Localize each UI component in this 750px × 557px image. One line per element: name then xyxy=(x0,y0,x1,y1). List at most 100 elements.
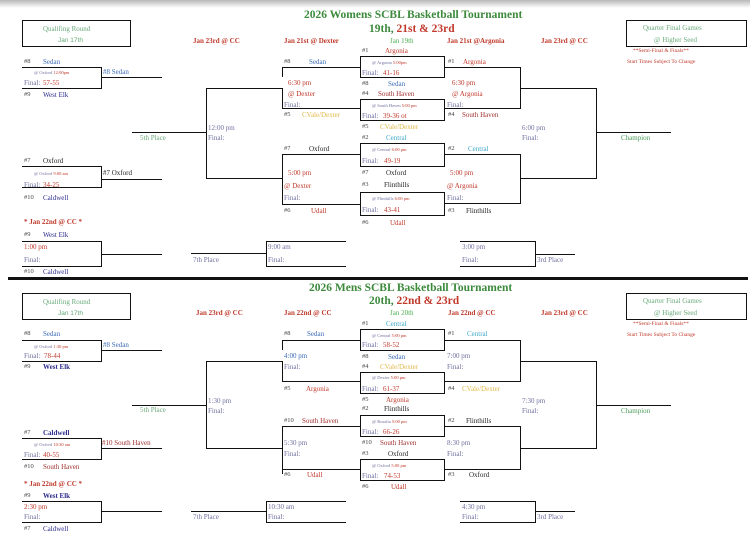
higher-seed-label: @ Higher Seed xyxy=(654,309,697,317)
final-label: Final: xyxy=(284,450,301,458)
seed: #10 xyxy=(24,463,34,470)
winner: #8 Sedan xyxy=(103,341,129,349)
seed: #8 xyxy=(284,330,291,337)
seed: #9 xyxy=(24,492,31,499)
final-label: Final: xyxy=(284,363,301,371)
team-name: CVale/Dexter xyxy=(380,363,419,371)
final-label: Final: xyxy=(362,428,379,436)
seed: #2 xyxy=(362,134,369,141)
final-label: Final: xyxy=(522,134,539,142)
seed: #6 xyxy=(362,483,369,490)
seed: #3 xyxy=(448,207,455,214)
mens-subtitle: 20th, 22nd & 23rd xyxy=(369,295,460,307)
seed: #8 xyxy=(362,80,369,87)
team-name: West Elk xyxy=(43,231,69,239)
final-score: 40-55 xyxy=(43,451,60,459)
game-time: 5:00 pm xyxy=(450,169,474,177)
game-location: @ Dexter xyxy=(288,90,316,98)
game-info: @ Argonia 5:00pm xyxy=(372,60,407,65)
seed: #8 xyxy=(362,353,369,360)
seed: #7 xyxy=(362,169,369,176)
final-label: Final: xyxy=(462,513,479,521)
game-info: @ South Haven 5:00 pm xyxy=(372,103,417,108)
team-name: Flinthills xyxy=(384,181,410,189)
team-name: Argonia xyxy=(463,58,486,66)
game-time: 6:00 pm xyxy=(522,124,546,132)
header-col5: Jan 23rd @ CC xyxy=(541,309,588,317)
game-info: @ Oxford 10:30 am xyxy=(34,442,71,447)
final-label: Final: xyxy=(362,341,379,349)
consolation-date: * Jan 22nd @ CC * xyxy=(24,218,83,226)
quarter-final-box: Quarter Final Games @ Higher Seed xyxy=(626,20,747,47)
final-label: Final: xyxy=(24,181,41,189)
header-col1: Jan 23rd @ CC xyxy=(193,37,240,45)
champion-label: Champion xyxy=(621,134,651,142)
final-label: Final: xyxy=(447,194,464,202)
team-name: South Haven xyxy=(462,111,499,119)
qualifying-label: Qualifing Round xyxy=(43,25,91,33)
seed: #10 xyxy=(24,194,34,201)
team-name: Sedan xyxy=(43,58,61,66)
team-name: Flinthills xyxy=(466,207,492,215)
game-info: @ Central 5:00 pm xyxy=(372,333,407,338)
seed: #10 xyxy=(24,268,34,275)
womens-title: 2026 Womens SCBL Basketball Tournament xyxy=(304,9,523,21)
quarter-final-label: Quarter Final Games xyxy=(643,24,702,32)
seed: #5 xyxy=(362,396,369,403)
header-col4: Jan 21st @Argonia xyxy=(447,37,505,45)
final-label: Final: xyxy=(284,194,301,202)
seed: #2 xyxy=(362,405,369,412)
final-label: Final: xyxy=(208,407,225,415)
seed: #10 xyxy=(284,417,294,424)
seed: #10 xyxy=(362,439,372,446)
final-label: Final: xyxy=(362,157,379,165)
final-label: Final: xyxy=(24,256,41,264)
final-label: Final: xyxy=(24,451,41,459)
header-col1: Jan 23rd @ CC xyxy=(196,309,243,317)
team-name: Sedan xyxy=(43,330,61,338)
final-score: 49-19 xyxy=(384,157,401,165)
final-label: Final: xyxy=(24,513,41,521)
qualifying-date: Jan 17th xyxy=(58,37,83,44)
team-name: Central xyxy=(386,320,407,328)
team-name: South Haven xyxy=(378,90,415,98)
team-name: Oxford xyxy=(386,169,407,177)
mens-title: 2026 Mens SCBL Basketball Tournament xyxy=(309,282,513,294)
seed: #3 xyxy=(448,471,455,478)
team-name: CVale/Dexter xyxy=(380,123,419,131)
fifth-place-label: 5th Place xyxy=(140,134,166,142)
final-label: Final: xyxy=(24,79,41,87)
team-name: Flinthills xyxy=(466,417,492,425)
header-col4: Jan 22nd @ CC xyxy=(448,309,496,317)
team-name: Udall xyxy=(391,483,407,491)
third-place-label: 3rd Place xyxy=(537,513,564,521)
seed: #4 xyxy=(448,385,455,392)
final-label: Final: xyxy=(447,101,464,109)
team-name: Caldwell xyxy=(43,268,69,276)
final-label: Final: xyxy=(362,69,379,77)
team-name: Sedan xyxy=(307,330,325,338)
seed: #4 xyxy=(362,90,369,97)
team-name: Sedan xyxy=(309,58,327,66)
game-info: @ Flinthills 6:00 pm xyxy=(372,196,410,201)
seed: #8 xyxy=(24,330,31,337)
game-info: @ Oxford 5:00 pm xyxy=(372,463,407,468)
seed: #5 xyxy=(284,111,291,118)
game-time: 3:00 pm xyxy=(462,243,486,251)
qualifying-round-box: Qualifing Round Jan 17th xyxy=(22,20,131,47)
game-info: @ Oxford 12:00pm xyxy=(34,70,70,75)
final-label: Final: xyxy=(462,256,479,264)
team-name: Caldwell xyxy=(43,525,69,533)
team-name: West Elk xyxy=(43,363,71,371)
game-time: 2:30 pm xyxy=(24,503,48,511)
header-col2: Jan 21st @ Dexter xyxy=(284,37,339,45)
top-shadow xyxy=(0,0,750,8)
team-name: West Elk xyxy=(43,492,71,500)
start-times-note: Start Times Subject To Change xyxy=(627,59,696,65)
semi-final-note: **Semi-Final & Finals** xyxy=(633,321,689,327)
final-score: 66-26 xyxy=(383,428,400,436)
seed: #1 xyxy=(448,330,455,337)
team-name: CVale/Dexter xyxy=(302,111,341,119)
final-score: 58-52 xyxy=(383,341,400,349)
team-name: Oxford xyxy=(469,471,490,479)
